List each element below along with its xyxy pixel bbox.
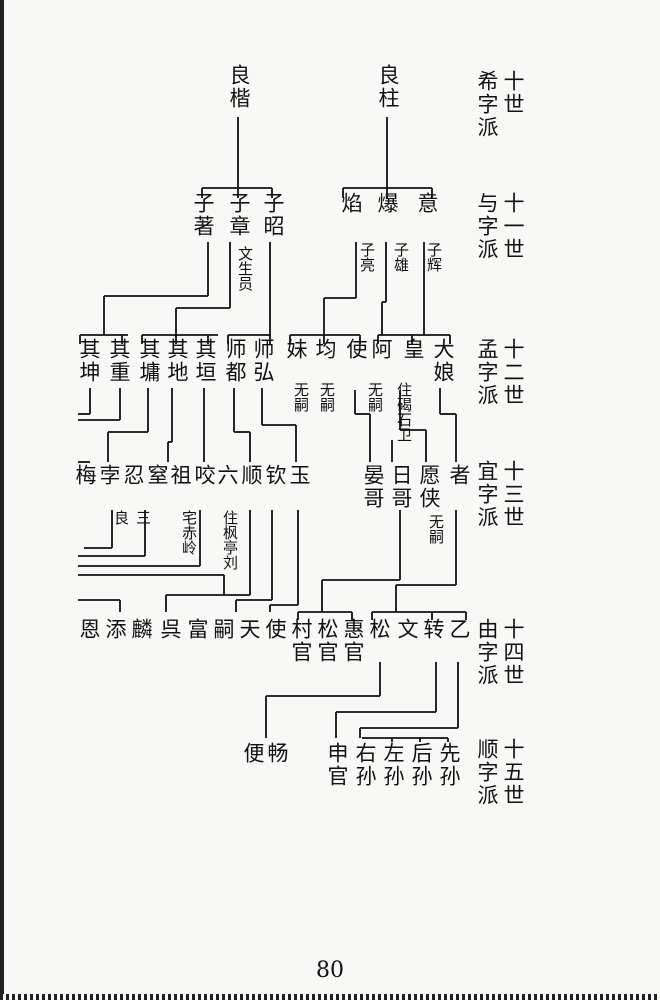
- generation-label: 十三世: [501, 460, 525, 529]
- person-name: 祖: [168, 464, 192, 487]
- person-name: 钦: [263, 464, 287, 487]
- person-name: 意: [415, 192, 439, 215]
- person-name: 添: [103, 618, 127, 641]
- person-name: 文: [395, 618, 419, 641]
- person-name: 玉: [287, 464, 311, 487]
- person-name: 阿: [369, 338, 393, 361]
- pai-label: 孟字派: [475, 338, 499, 407]
- person-name: 畅: [265, 742, 289, 765]
- person-name: 富: [185, 618, 209, 641]
- person-name: 嗣: [211, 618, 235, 641]
- generation-label: 十世: [501, 70, 525, 116]
- person-name: 爆: [375, 192, 399, 215]
- person-name: 师弘: [251, 338, 275, 384]
- pai-label: 由字派: [475, 618, 499, 687]
- person-name: 焰: [339, 192, 363, 215]
- generation-label: 十一世: [501, 192, 525, 261]
- person-name: 梅: [73, 464, 97, 487]
- pai-label: 与字派: [475, 192, 499, 261]
- person-name: 其重: [107, 338, 131, 384]
- person-name: 麟: [129, 618, 153, 641]
- annotation-note: 住枫亭刘: [221, 510, 239, 570]
- person-name: 其垣: [193, 338, 217, 384]
- person-name: 子著: [191, 192, 215, 238]
- annotation-note: 住碣石卫: [395, 382, 413, 442]
- person-name: 使: [344, 338, 368, 361]
- person-name: 惠官: [341, 618, 365, 664]
- person-name: 松: [367, 618, 391, 641]
- generation-label: 十二世: [501, 338, 525, 407]
- person-name: 右孙: [353, 742, 377, 788]
- pai-label: 希字派: [475, 70, 499, 139]
- person-name: 村官: [289, 618, 313, 664]
- person-name: 呉: [158, 618, 182, 641]
- person-name: 乙: [447, 618, 471, 641]
- person-name: 咬: [192, 464, 216, 487]
- person-name: 松官: [315, 618, 339, 664]
- person-name: 其坤: [77, 338, 101, 384]
- pai-label: 宜字派: [475, 460, 499, 529]
- person-name: 忍: [121, 464, 145, 487]
- person-name: 子章: [227, 192, 251, 238]
- person-name: 日哥: [389, 464, 413, 510]
- generation-label: 十五世: [501, 738, 525, 807]
- person-name: 良柱: [376, 64, 400, 110]
- annotation-note: 文生员: [236, 246, 254, 291]
- person-name: 窒: [145, 464, 169, 487]
- person-name: 孛: [97, 464, 121, 487]
- person-name: 晏哥: [361, 464, 385, 510]
- person-name: 天: [237, 618, 261, 641]
- person-name: 其地: [165, 338, 189, 384]
- person-name: 先孙: [437, 742, 461, 788]
- person-name: 子昭: [261, 192, 285, 238]
- person-name: 恩: [77, 618, 101, 641]
- annotation-note: 子辉: [425, 242, 443, 272]
- page-number: 80: [316, 958, 344, 983]
- person-name: 皇: [401, 338, 425, 361]
- person-name: 妹: [284, 338, 308, 361]
- annotation-note: 无嗣: [427, 514, 445, 544]
- annotation-note: 宅赤岭: [180, 510, 198, 555]
- person-name: 大娘: [431, 338, 455, 384]
- annotation-note: 无嗣: [318, 382, 336, 412]
- person-name: 左孙: [381, 742, 405, 788]
- person-name: 师都: [223, 338, 247, 384]
- annotation-note: 子亮: [358, 242, 376, 272]
- generation-label: 十四世: [501, 618, 525, 687]
- person-name: 其墉: [137, 338, 161, 384]
- person-name: 转: [421, 618, 445, 641]
- annotation-note: 三: [134, 510, 152, 525]
- annotation-note: 子雄: [392, 242, 410, 272]
- person-name: 者: [447, 464, 471, 487]
- person-name: 六: [215, 464, 239, 487]
- person-name: 便: [241, 742, 265, 765]
- person-name: 申官: [325, 742, 349, 788]
- annotation-note: 无嗣: [366, 382, 384, 412]
- annotation-note: 无嗣: [292, 382, 310, 412]
- person-name: 良楷: [227, 64, 251, 110]
- pai-label: 顺字派: [475, 738, 499, 807]
- person-name: 后孙: [409, 742, 433, 788]
- annotation-note: 良: [112, 510, 130, 525]
- person-name: 使: [263, 618, 287, 641]
- person-name: 顺: [239, 464, 263, 487]
- person-name: 均: [313, 338, 337, 361]
- person-name: 愿侠: [417, 464, 441, 510]
